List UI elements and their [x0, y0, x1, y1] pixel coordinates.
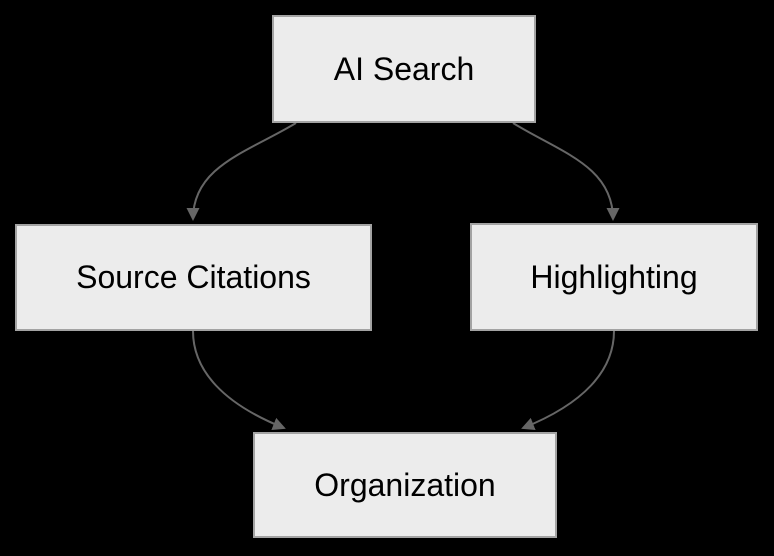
edge-highlighting-to-organization [521, 330, 615, 430]
edge-ai-search-to-source-citations [186, 122, 297, 221]
node-organization: Organization [253, 432, 557, 538]
edge-ai-search-to-highlighting [512, 122, 620, 221]
node-ai-search-label: AI Search [333, 50, 475, 87]
node-ai-search: AI Search [272, 15, 536, 123]
node-source-citations: Source Citations [15, 224, 372, 331]
node-source-citations-label: Source Citations [76, 259, 311, 296]
node-highlighting: Highlighting [470, 223, 758, 331]
edge-source-citations-to-organization [192, 330, 286, 430]
node-organization-label: Organization [314, 466, 496, 503]
node-highlighting-label: Highlighting [530, 258, 698, 295]
